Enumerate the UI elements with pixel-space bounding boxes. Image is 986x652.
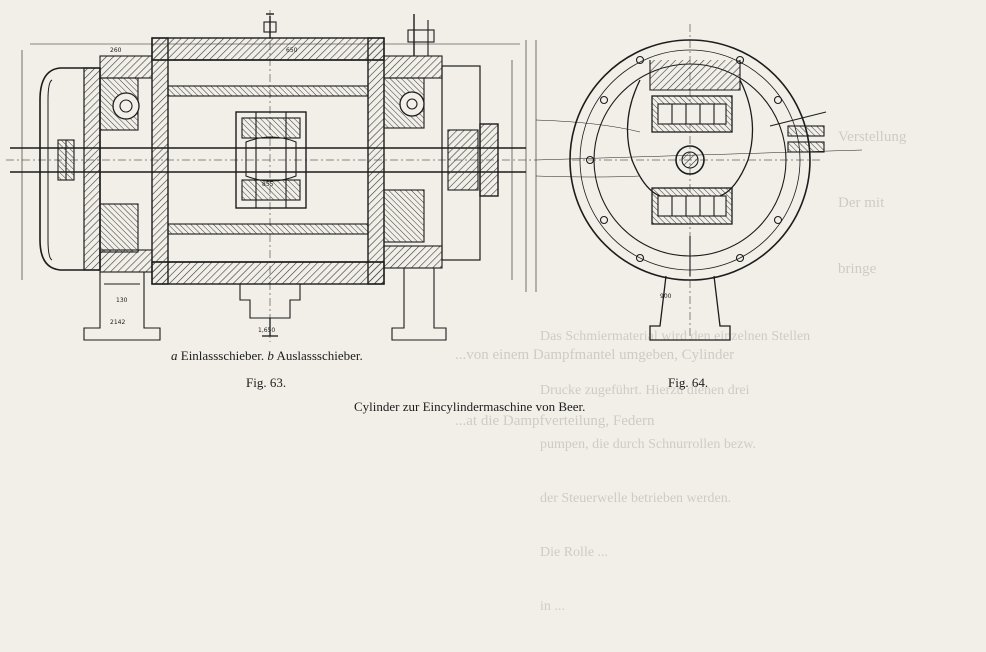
fig63-longitudinal-section: 260 650 855 130 2142 1,650 xyxy=(6,10,537,342)
fig64-label: Fig. 64. xyxy=(668,375,709,390)
legend-a-text: Einlassschieber. xyxy=(180,348,265,363)
legend-a-letter: a xyxy=(171,348,178,363)
svg-text:1,650: 1,650 xyxy=(258,327,275,334)
svg-text:650: 650 xyxy=(286,47,298,54)
engineering-drawing: 260 650 855 130 2142 1,650 xyxy=(6,10,863,342)
bleed-line: der Steuerwelle betrieben werden. xyxy=(540,491,732,506)
svg-text:900: 900 xyxy=(660,293,672,300)
main-caption: Cylinder zur Eincylindermaschine von Bee… xyxy=(354,399,586,414)
bleed-line: pumpen, die durch Schnurrollen bezw. xyxy=(540,437,757,452)
bleed-line: in ... xyxy=(540,599,565,614)
legend-b-text: Auslassschieber. xyxy=(276,348,363,363)
bleed-line: Die Rolle ... xyxy=(540,545,609,560)
svg-text:2142: 2142 xyxy=(110,319,125,326)
svg-text:260: 260 xyxy=(110,47,122,54)
svg-text:130: 130 xyxy=(116,297,128,304)
page: Verstellung Der mit bringe ...von einem … xyxy=(6,10,906,614)
fig63-label: Fig. 63. xyxy=(246,375,287,390)
svg-text:855: 855 xyxy=(262,181,274,188)
fig63-legend: a Einlassschieber. b Auslassschieber. xyxy=(171,348,363,364)
fig64-cross-section: 900 xyxy=(569,24,827,341)
legend-b-letter: b xyxy=(267,348,274,363)
